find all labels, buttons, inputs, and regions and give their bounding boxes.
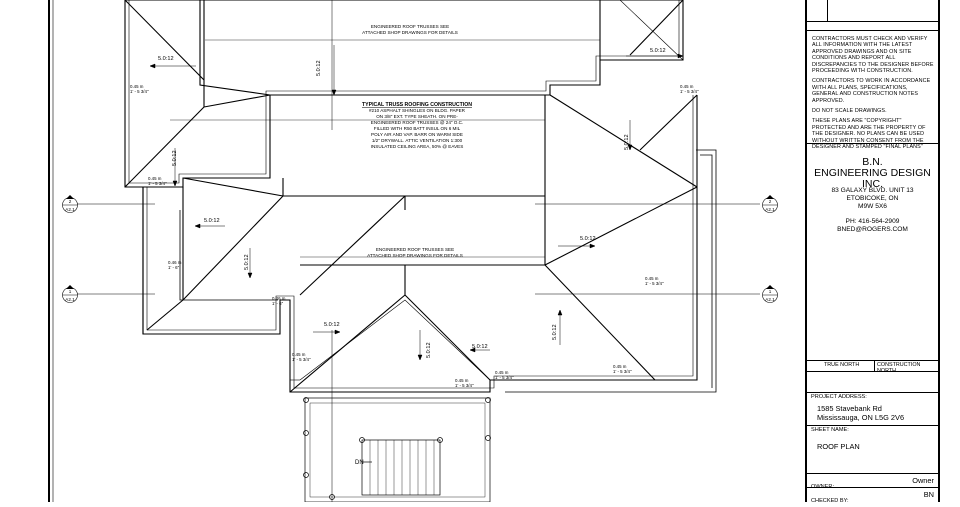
section-sheet: A2.1 xyxy=(65,207,75,212)
trusses-note-mid: ATTACHED SHOP DRAWINGS FOR DETAILS xyxy=(367,253,463,258)
owner-box: OWNER: Owner xyxy=(807,474,938,490)
typical-truss-line: #210 ASPHALT SHINGLES ON BLDG. PAPER xyxy=(369,108,466,113)
slope-label: 5.0:12 xyxy=(204,218,220,224)
company-address-line: ETOBICOKE, ON xyxy=(846,195,899,203)
section-sheet: A2.1 xyxy=(765,207,775,212)
title-block-top xyxy=(807,0,938,22)
slope-label: 5.0:12 xyxy=(316,60,322,76)
leader-lines xyxy=(170,39,600,258)
north-row: TRUE NORTH CONSTRUCTION NORTH xyxy=(807,360,938,374)
heel-height-ft: 1' - 6" xyxy=(272,301,284,306)
slope-label: 5.0:12 xyxy=(426,342,432,358)
heel-height: 0.46 m xyxy=(168,260,182,265)
heel-height: 0.45 m xyxy=(130,84,144,89)
typical-truss-line: 1/2" DRYWALL. ATTIC VENTILATION 1:300 xyxy=(372,138,463,143)
typical-truss-line: INSULATED CEILING AREA, 50% @ EAVES xyxy=(371,144,464,149)
typical-truss-title: TYPICAL TRUSS ROOFING CONSTRUCTION xyxy=(362,102,472,108)
heel-labels: 0.45 m 1' - 5 3/4" 0.45 m 1' - 5 3/4" 0.… xyxy=(130,84,699,388)
sheet-name-label: SHEET NAME: xyxy=(811,427,849,433)
company-name-line2: ENGINEERING DESIGN INC. xyxy=(814,167,931,190)
trusses-note-top: ENGINEERED ROOF TRUSSES SEE xyxy=(371,24,449,29)
checked-by-label: CHECKED BY: xyxy=(811,498,849,504)
general-note: CONTRACTORS TO WORK IN ACCORDANCE WITH A… xyxy=(812,78,931,104)
heel-height: 0.46 m xyxy=(272,296,286,301)
owner-value: Owner xyxy=(912,476,934,485)
down-label: DN xyxy=(355,460,364,466)
slope-arrows xyxy=(149,45,684,361)
slope-label: 5.0:12 xyxy=(172,150,178,166)
checked-by-value: BN xyxy=(923,490,934,499)
general-note: CONTRACTORS MUST CHECK AND VERIFY ALL IN… xyxy=(812,36,934,75)
project-address-line: Mississauga, ON L5G 2V6 xyxy=(817,413,905,422)
heel-height-ft: 1' - 5 3/4" xyxy=(148,181,167,186)
checked-by-box: CHECKED BY: BN xyxy=(807,488,938,504)
section-number: 1 xyxy=(769,289,772,294)
heel-height: 0.45 m xyxy=(148,176,162,181)
company-address-line: 83 GALAXY BLVD. UNIT 13 xyxy=(831,187,914,194)
truss-notes: ENGINEERED ROOF TRUSSES SEE ATTACHED SHO… xyxy=(362,24,472,258)
heel-height: 0.45 m xyxy=(495,370,509,375)
section-marker: 1 A2.1 xyxy=(762,285,778,303)
slope-label: 5.0:12 xyxy=(158,56,174,62)
general-note: THESE PLANS ARE "COPYRIGHT" PROTECTED AN… xyxy=(812,118,926,151)
trusses-note-mid: ENGINEERED ROOF TRUSSES SEE xyxy=(376,247,454,252)
section-sheet: A2.1 xyxy=(765,297,775,302)
heel-height-ft: 1' - 5 3/4" xyxy=(495,375,514,380)
slope-label: 5.0:12 xyxy=(624,134,630,150)
sheet-name: ROOF PLAN xyxy=(817,442,860,451)
project-address-line: 1585 Stavebank Rd xyxy=(817,404,882,413)
section-number: 1 xyxy=(69,289,72,294)
title-block: CONTRACTORS MUST CHECK AND VERIFY ALL IN… xyxy=(805,0,940,504)
wall-outline xyxy=(179,149,717,393)
general-note: DO NOT SCALE DRAWINGS. xyxy=(812,108,887,115)
typical-truss-line: ENGINEERED ROOF TRUSSES @ 24" O.C. xyxy=(371,120,464,125)
heel-height: 0.45 m xyxy=(680,84,694,89)
company-phone: PH: 416-564-2909 xyxy=(845,217,900,225)
heel-height: 0.45 m xyxy=(645,276,659,281)
company-name-line1: B.N. xyxy=(862,156,883,168)
roof-outline xyxy=(124,0,698,393)
heel-height-ft: 1' - 5 3/4" xyxy=(645,281,664,286)
company-email: BNED@ROGERS.COM xyxy=(837,225,908,233)
section-number: 2 xyxy=(769,199,772,204)
porch-deck xyxy=(303,397,491,502)
heel-height-ft: 1' - 5 3/4" xyxy=(130,89,149,94)
typical-truss-line: POLY AIR AND VAP. BARR ON WARM SIDE xyxy=(371,132,463,137)
heel-height-ft: 1' - 5 3/4" xyxy=(292,357,311,362)
heel-height: 0.45 m xyxy=(292,352,306,357)
typical-truss-line: ON 3/8" EXT. TYPE SHEATH. ON PRE- xyxy=(376,114,458,119)
slope-label: 5.0:12 xyxy=(244,254,250,270)
company-address: 83 GALAXY BLVD. UNIT 13 ETOBICOKE, ON M9… xyxy=(807,187,938,234)
section-sheet: A2.1 xyxy=(65,297,75,302)
heel-height: 0.45 m xyxy=(613,364,627,369)
section-marker: 2 A2.1 xyxy=(62,195,78,213)
company-name: B.N. ENGINEERING DESIGN INC. xyxy=(807,157,938,190)
heel-height-ft: 1' - 5 3/4" xyxy=(680,89,699,94)
owner-label: OWNER: xyxy=(811,484,834,490)
heel-height-ft: 1' - 5 3/4" xyxy=(613,369,632,374)
section-marker: 1 A2.1 xyxy=(62,285,78,303)
general-notes: CONTRACTORS MUST CHECK AND VERIFY ALL IN… xyxy=(807,30,938,150)
sheet-name-box: SHEET NAME: ROOF PLAN xyxy=(807,426,938,474)
typical-truss-line: FILLED WITH R50 BATT INSUL ON 6 MIL xyxy=(374,126,461,131)
company-address-line: M9W 5X6 xyxy=(858,203,887,211)
section-number: 2 xyxy=(69,199,72,204)
slope-label: 5.0:12 xyxy=(324,322,340,328)
slope-label: 5.0:12 xyxy=(472,344,488,350)
slope-labels: 5.0:12 5.0:12 5.0:12 5.0:12 5.0:12 5.0:1… xyxy=(158,48,666,358)
heel-height-ft: 1' - 5 3/4" xyxy=(455,383,474,388)
slope-label: 5.0:12 xyxy=(552,324,558,340)
heel-height-ft: 1' - 6" xyxy=(168,265,180,270)
trusses-note-top: ATTACHED SHOP DRAWINGS FOR DETAILS xyxy=(362,30,458,35)
heel-height: 0.45 m xyxy=(455,378,469,383)
project-address-box: PROJECT ADDRESS: 1585 Stavebank Rd Missi… xyxy=(807,392,938,426)
project-address-label: PROJECT ADDRESS: xyxy=(811,394,867,400)
true-north-label: TRUE NORTH xyxy=(824,362,860,368)
section-marker: 2 A2.1 xyxy=(762,195,778,213)
slope-label: 5.0:12 xyxy=(580,236,596,242)
slope-label: 5.0:12 xyxy=(650,48,666,54)
construction-north-label: CONSTRUCTION NORTH xyxy=(877,362,921,374)
